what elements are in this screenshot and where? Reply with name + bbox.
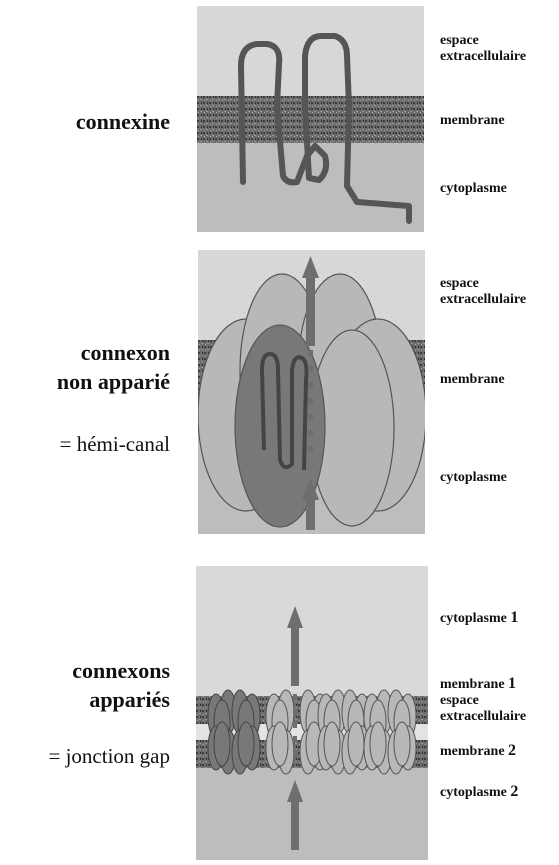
p3-label-membrane-1: membrane 1 <box>440 676 516 693</box>
hemi-canal-label: = hémi-canal <box>10 432 170 457</box>
jonction-gap-label: = jonction gap <box>0 744 170 769</box>
p2-label-espace: espace extracellulaire <box>440 276 526 308</box>
connexon-diagram <box>198 250 425 534</box>
p3-label-membrane-2: membrane 2 <box>440 743 516 760</box>
membrane-zone <box>197 96 424 143</box>
connexons-title: connexons appariés <box>10 656 170 714</box>
connexon-title: connexon non apparié <box>10 338 170 396</box>
p2-label-membrane: membrane <box>440 372 505 388</box>
p1-label-membrane: membrane <box>440 113 505 129</box>
p2-label-cytoplasme: cytoplasme <box>440 470 507 486</box>
p3-label-espace: espace extracellulaire <box>440 693 526 725</box>
connexine-diagram <box>197 6 424 232</box>
p1-label-cytoplasme: cytoplasme <box>440 181 507 197</box>
gap-junction-diagram <box>196 566 428 860</box>
extracellular-zone <box>197 6 424 96</box>
p1-label-espace: espace extracellulaire <box>440 33 526 65</box>
p3-label-cytoplasme-2: cytoplasme 2 <box>440 784 518 801</box>
p3-label-cytoplasme-1: cytoplasme 1 <box>440 610 518 627</box>
connexine-title: connexine <box>20 107 170 136</box>
